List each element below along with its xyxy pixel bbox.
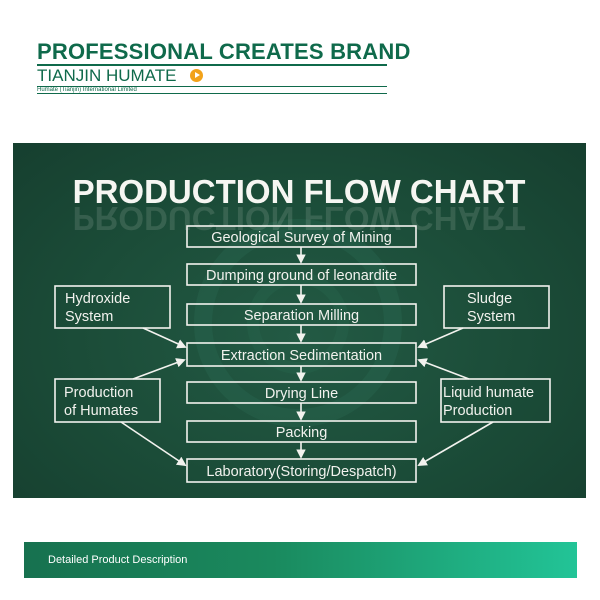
step-dumping-ground: Dumping ground of leonardite: [186, 263, 417, 286]
brand-header: PROFESSIONAL CREATES BRAND TIANJIN HUMAT…: [37, 40, 410, 94]
svg-text:Packing: Packing: [276, 425, 328, 441]
arrow-extraction-to-humates: [132, 358, 186, 380]
svg-text:Geological Survey of Mining: Geological Survey of Mining: [211, 230, 392, 246]
chart-title: PRODUCTION FLOW CHART: [73, 173, 526, 210]
watermark-ring-inner: [247, 272, 349, 374]
brand-divider-top: [37, 64, 387, 66]
side-hydroxide-system: Hydroxide System: [54, 285, 171, 329]
svg-text:Sludge: Sludge: [467, 291, 512, 307]
svg-text:Drying Line: Drying Line: [265, 386, 338, 402]
svg-text:System: System: [65, 309, 113, 325]
svg-text:Production: Production: [443, 403, 512, 419]
flow-chart-canvas: PRODUCTION FLOW CHART PRODUCTION FLOW CH…: [54, 173, 551, 483]
play-circle-icon: [190, 69, 203, 82]
arrow-liquid-to-laboratory: [417, 421, 494, 466]
production-flow-chart: PRODUCTION FLOW CHART PRODUCTION FLOW CH…: [13, 143, 586, 498]
svg-text:Laboratory(Storing/Despatch): Laboratory(Storing/Despatch): [206, 464, 396, 480]
arrow-humates-to-laboratory: [120, 421, 187, 467]
detailed-description-bar: Detailed Product Description: [24, 542, 577, 578]
side-liquid-humate-production: Liquid humate Production: [440, 378, 551, 423]
step-geological-survey: Geological Survey of Mining: [186, 225, 417, 248]
side-production-of-humates: Production of Humates: [54, 378, 161, 423]
detailed-description-label: Detailed Product Description: [48, 554, 188, 566]
svg-text:Extraction Sedimentation: Extraction Sedimentation: [221, 348, 382, 364]
flow-arrows-diagonal: [120, 327, 494, 467]
arrow-extraction-to-liquid: [417, 358, 470, 380]
svg-text:System: System: [467, 309, 515, 325]
brand-divider-bottom: [37, 93, 387, 94]
step-laboratory: Laboratory(Storing/Despatch): [186, 458, 417, 483]
brand-company-name: Humate (Tianjin) International Limited: [37, 87, 137, 93]
brand-title: PROFESSIONAL CREATES BRAND: [37, 39, 411, 64]
svg-text:Dumping ground of leonardite: Dumping ground of leonardite: [206, 268, 397, 284]
svg-text:Liquid humate: Liquid humate: [443, 385, 534, 401]
brand-divider-middle: [37, 86, 387, 87]
svg-text:of Humates: of Humates: [64, 403, 138, 419]
arrow-hydroxide-to-extraction: [142, 327, 187, 349]
svg-text:Separation Milling: Separation Milling: [244, 308, 359, 324]
step-separation-milling: Separation Milling: [186, 303, 417, 326]
arrow-sludge-to-extraction: [417, 327, 464, 349]
svg-text:Production: Production: [64, 385, 133, 401]
chart-title-reflection: PRODUCTION FLOW CHART: [73, 200, 526, 237]
svg-text:Hydroxide: Hydroxide: [65, 291, 130, 307]
brand-subtitle: TIANJIN HUMATE: [37, 66, 177, 85]
step-packing: Packing: [186, 420, 417, 443]
side-sludge-system: Sludge System: [443, 285, 550, 329]
